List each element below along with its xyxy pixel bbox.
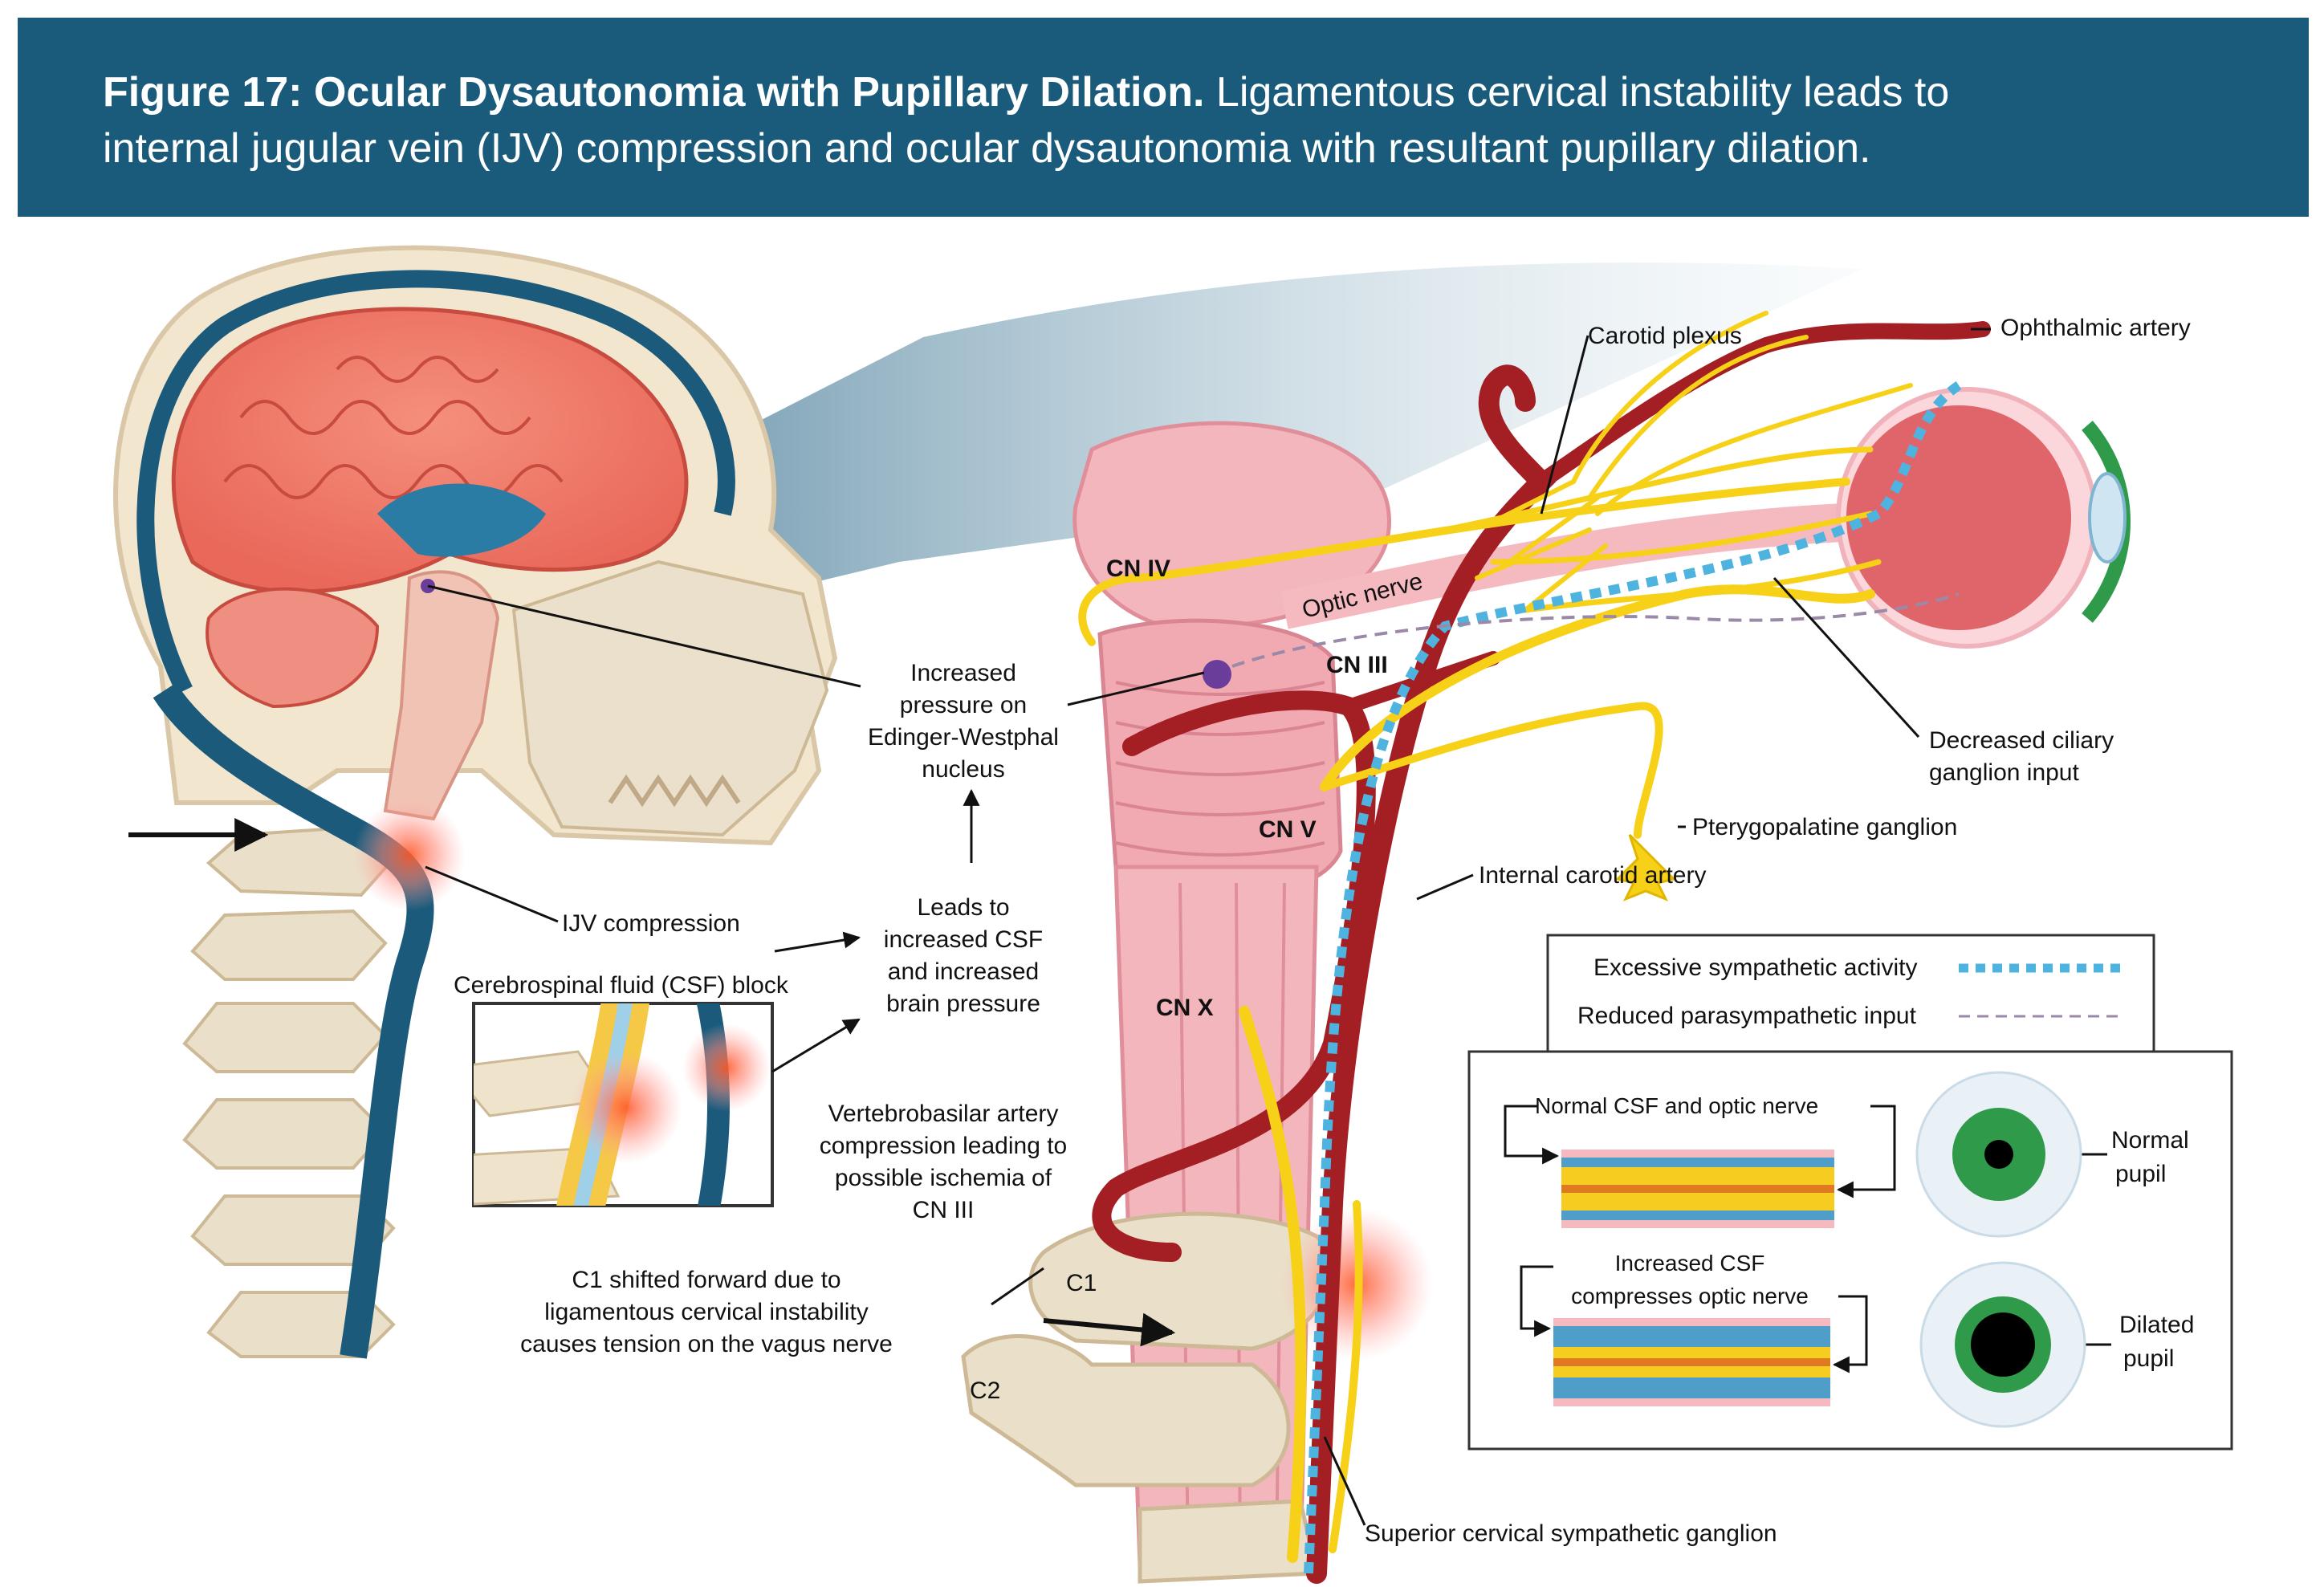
c1-shift-label-2: ligamentous cervical instability — [544, 1299, 869, 1325]
sympathetic-pathway — [1304, 381, 1962, 1574]
cn-iv-label: CN IV — [1106, 555, 1170, 582]
ewn-label-3: Edinger-Westphal — [868, 724, 1059, 751]
pons-striations — [1115, 681, 1325, 857]
optic-nerve — [1280, 503, 1863, 629]
skull-inner-vein — [136, 270, 735, 694]
csf-block-inset — [472, 1002, 774, 1207]
vba-label-2: compression leading to — [820, 1133, 1068, 1159]
legend-parasympathetic-label: Reduced parasympathetic input — [1577, 1003, 1917, 1029]
ciliary-label-1: Decreased ciliary — [1929, 727, 2114, 754]
figure-title-bold: Figure 17: Ocular Dysautonomia with Pupi… — [103, 69, 1205, 116]
cn-iv-nerve — [1078, 478, 1850, 646]
lens — [2088, 472, 2127, 564]
figure-title-banner: Figure 17: Ocular Dysautonomia with Pupi… — [18, 18, 2309, 217]
cn-v-branch — [1321, 702, 1663, 839]
csf-block-label: Cerebrospinal fluid (CSF) block — [454, 972, 789, 999]
pupil-comparison-box: Normal CSF and optic nerve Increased CSF… — [1467, 1050, 2233, 1451]
vagus-nerve — [1239, 1006, 1307, 1563]
c1-shift-label-1: C1 shifted forward due to — [572, 1267, 840, 1293]
ewn-label-4: nucleus — [922, 756, 1004, 783]
leads-label-3: and increased — [888, 958, 1039, 985]
leads-label-2: increased CSF — [884, 926, 1043, 953]
head-section — [113, 245, 838, 1359]
edinger-westphal-nucleus — [1203, 660, 1231, 689]
pterygopalatine-label: Pterygopalatine ganglion — [1692, 814, 1957, 840]
face-bones — [511, 560, 829, 837]
dilated-pupil-eye — [1919, 1261, 2086, 1428]
brain — [171, 307, 689, 594]
ophthalmic-artery-label: Ophthalmic artery — [2000, 315, 2191, 341]
cn-v-label: CN V — [1259, 816, 1317, 843]
dilated-pupil-label-1: Dilated — [2119, 1312, 2194, 1338]
leads-label-1: Leads to — [917, 894, 1009, 921]
cerebellum — [206, 587, 380, 709]
pathway-legend: Excessive sympathetic activity Reduced p… — [1546, 934, 2155, 1057]
ciliary-branches — [1442, 446, 1882, 613]
increased-csf-label-2: compresses optic nerve — [1571, 1284, 1809, 1308]
leader-lines — [425, 328, 1991, 1526]
superior-cervical-label: Superior cervical sympathetic ganglion — [1365, 1520, 1777, 1547]
parasympathetic-pathway — [1231, 592, 1960, 668]
normal-pupil-label-2: pupil — [2115, 1161, 2166, 1187]
normal-nerve-cross-section — [1561, 1150, 1834, 1228]
cn-x-label: CN X — [1156, 995, 1214, 1021]
internal-carotid-artery — [1306, 364, 1557, 1584]
ciliary-label-2: ganglion input — [1929, 759, 2079, 786]
spine-detail-right — [961, 1211, 1333, 1584]
cn-iii-label: CN III — [1326, 652, 1388, 678]
ijv-compression-glow — [353, 799, 466, 911]
sympathetic-trunk — [1329, 1200, 1363, 1553]
legend-frame — [1546, 934, 2155, 1057]
ijv-compression-label: IJV compression — [562, 910, 740, 937]
ewn-label-1: Increased — [910, 660, 1016, 686]
c2-label: C2 — [970, 1377, 1000, 1404]
pterygopalatine-ganglion — [1615, 833, 1676, 901]
figure-title-line-1: Figure 17: Ocular Dysautonomia with Pupi… — [103, 64, 2309, 120]
ewn-label-2: pressure on — [900, 692, 1027, 718]
c1-pressure-arrow-right — [1043, 1312, 1176, 1347]
eyeball — [1836, 387, 2131, 649]
vba-label-4: CN III — [913, 1197, 975, 1223]
leads-label-4: brain pressure — [886, 991, 1040, 1017]
brain-gyri — [223, 356, 564, 499]
cn-v-nerve — [1320, 584, 1875, 791]
vba-label-3: possible ischemia of — [835, 1165, 1052, 1191]
ventricle — [377, 483, 546, 557]
vba-label-1: Vertebrobasilar artery — [828, 1101, 1059, 1127]
normal-pupil-eye — [1915, 1071, 2082, 1238]
legend-sympathetic-label: Excessive sympathetic activity — [1593, 954, 1917, 981]
increased-csf-label-1: Increased CSF — [1615, 1251, 1765, 1276]
teeth — [608, 774, 741, 808]
eye-vitreous — [1846, 405, 2071, 630]
carotid-plexus-label: Carotid plexus — [1588, 323, 1742, 349]
compressed-nerve-cross-section — [1553, 1318, 1830, 1406]
carotid-plexus-strands — [1475, 479, 1608, 612]
nerves — [1078, 311, 1913, 1563]
figure-title-line-2: internal jugular vein (IJV) compression … — [103, 125, 1871, 172]
carotid-plexus-ascending — [1571, 311, 1913, 516]
c1-label: C1 — [1066, 1270, 1097, 1296]
dilated-pupil-label-2: pupil — [2123, 1345, 2174, 1372]
c2-vertebra — [961, 1334, 1291, 1487]
internal-carotid-label: Internal carotid artery — [1479, 862, 1706, 889]
normal-pupil-label-1: Normal — [2111, 1127, 2189, 1154]
figure-title-rest: Ligamentous cervical instability leads t… — [1204, 69, 1950, 116]
c1-shift-label-3: causes tension on the vagus nerve — [520, 1331, 893, 1357]
brainstem-left — [383, 570, 500, 821]
normal-csf-label: Normal CSF and optic nerve — [1535, 1093, 1818, 1118]
